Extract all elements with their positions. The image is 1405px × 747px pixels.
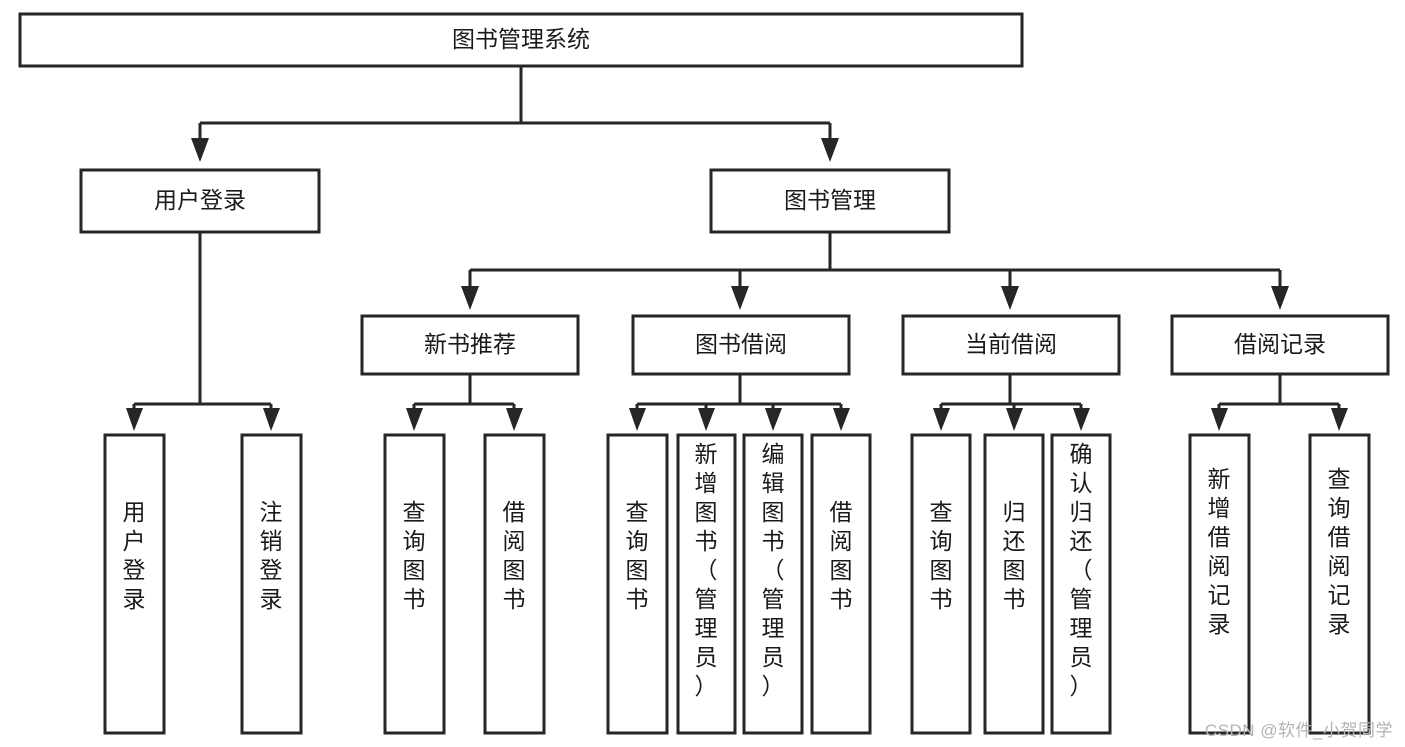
node-root[interactable]: 图书管理系统 [18, 12, 1024, 68]
arrow-head-leaf-logout [263, 408, 280, 431]
node-book-borrow-box[interactable] [631, 314, 851, 376]
arrow-head-leaf-add-book [698, 408, 715, 431]
arrow-head-leaf-user-login [126, 408, 143, 431]
node-leaf-add-record-label: 新增借阅记录 [1208, 466, 1231, 637]
node-borrow-record[interactable]: 借阅记录 [1170, 314, 1390, 376]
node-leaf-query-book-2-box[interactable] [606, 433, 669, 735]
node-leaf-return-book-box[interactable] [983, 433, 1045, 735]
node-leaf-return-book[interactable]: 归还图书 [983, 433, 1045, 735]
node-leaf-borrow-book-2-label: 借阅图书 [830, 499, 853, 612]
node-new-book-rec[interactable]: 新书推荐 [360, 314, 580, 376]
arrow-head-new-book-rec [461, 286, 479, 310]
arrow-head-user-login [191, 138, 209, 162]
arrow-head-borrow-record [1271, 286, 1289, 310]
node-leaf-query-book-2[interactable]: 查询图书 [606, 433, 669, 735]
node-leaf-add-book-label: 新增图书（管理员） [695, 441, 718, 699]
node-leaf-query-book-1-label: 查询图书 [403, 499, 426, 612]
arrow-head-leaf-borrow-book-2 [833, 408, 850, 431]
node-leaf-query-record-box[interactable] [1308, 433, 1371, 735]
node-book-manage[interactable]: 图书管理 [709, 168, 951, 234]
node-book-manage-box[interactable] [709, 168, 951, 234]
node-leaf-edit-book-box[interactable] [742, 433, 804, 735]
node-current-borrow[interactable]: 当前借阅 [901, 314, 1121, 376]
node-current-borrow-label: 当前借阅 [965, 331, 1057, 357]
connector-group-root [191, 66, 839, 162]
node-leaf-query-book-3-label: 查询图书 [930, 499, 953, 612]
node-leaf-edit-book-label: 编辑图书（管理员） [762, 441, 785, 699]
node-borrow-record-box[interactable] [1170, 314, 1390, 376]
arrow-head-leaf-query-record [1331, 408, 1348, 431]
arrow-head-current-borrow [1001, 286, 1019, 310]
node-leaf-query-book-3-box[interactable] [910, 433, 972, 735]
node-leaf-confirm-return-label: 确认归还（管理员） [1070, 441, 1093, 699]
arrow-head-book-manage [821, 138, 839, 162]
connector-group-borrow-record [1211, 374, 1348, 431]
node-user-login-label: 用户登录 [154, 187, 246, 213]
node-leaf-borrow-book-1-label: 借阅图书 [503, 499, 526, 612]
node-current-borrow-box[interactable] [901, 314, 1121, 376]
connector-group-user-login [126, 232, 280, 431]
node-leaf-query-book-1[interactable]: 查询图书 [383, 433, 446, 735]
arrow-head-leaf-edit-book [765, 408, 782, 431]
node-leaf-confirm-return[interactable]: 确认归还（管理员） [1050, 433, 1112, 735]
node-leaf-add-book-box[interactable] [676, 433, 737, 735]
node-leaf-borrow-book-1-box[interactable] [483, 433, 546, 735]
node-leaf-logout-box[interactable] [240, 433, 303, 735]
node-leaf-user-login-label: 用户登录 [123, 499, 146, 612]
node-leaf-edit-book[interactable]: 编辑图书（管理员） [742, 433, 804, 735]
node-new-book-rec-label: 新书推荐 [424, 331, 516, 357]
connector-group-book-manage [461, 232, 1289, 310]
node-leaf-query-book-2-label: 查询图书 [626, 499, 649, 612]
node-leaf-borrow-book-1[interactable]: 借阅图书 [483, 433, 546, 735]
node-leaf-confirm-return-box[interactable] [1050, 433, 1112, 735]
node-leaf-query-record[interactable]: 查询借阅记录 [1308, 433, 1371, 735]
node-book-manage-label: 图书管理 [784, 187, 876, 213]
node-leaf-borrow-book-2[interactable]: 借阅图书 [810, 433, 872, 735]
arrow-head-leaf-borrow-book-1 [506, 408, 523, 431]
node-root-box[interactable] [18, 12, 1024, 68]
arrow-head-leaf-return-book [1006, 408, 1023, 431]
node-new-book-rec-box[interactable] [360, 314, 580, 376]
node-leaf-logout[interactable]: 注销登录 [240, 433, 303, 735]
arrow-head-leaf-query-book-1 [406, 408, 423, 431]
node-book-borrow[interactable]: 图书借阅 [631, 314, 851, 376]
node-leaf-return-book-label: 归还图书 [1003, 499, 1026, 612]
node-leaf-user-login[interactable]: 用户登录 [103, 433, 166, 735]
node-leaf-borrow-book-2-box[interactable] [810, 433, 872, 735]
arrow-head-leaf-query-book-2 [629, 408, 646, 431]
node-leaf-query-book-1-box[interactable] [383, 433, 446, 735]
node-leaf-user-login-box[interactable] [103, 433, 166, 735]
node-leaf-add-record[interactable]: 新增借阅记录 [1188, 433, 1251, 735]
node-leaf-logout-label: 注销登录 [260, 499, 283, 612]
node-leaf-query-book-3[interactable]: 查询图书 [910, 433, 972, 735]
node-user-login-box[interactable] [79, 168, 321, 234]
node-leaf-add-book[interactable]: 新增图书（管理员） [676, 433, 737, 735]
node-root-label: 图书管理系统 [452, 26, 590, 52]
arrow-head-leaf-confirm-return [1073, 408, 1090, 431]
node-leaf-add-record-box[interactable] [1188, 433, 1251, 735]
connector-group-new-book-rec [406, 374, 523, 431]
arrow-head-leaf-add-record [1211, 408, 1228, 431]
node-leaf-query-record-label: 查询借阅记录 [1328, 466, 1351, 637]
node-borrow-record-label: 借阅记录 [1234, 331, 1326, 357]
connector-group-book-borrow [629, 374, 850, 431]
node-user-login[interactable]: 用户登录 [79, 168, 321, 234]
connector-group-current-borrow [933, 374, 1090, 431]
node-book-borrow-label: 图书借阅 [695, 331, 787, 357]
arrow-head-book-borrow [731, 286, 749, 310]
arrow-head-leaf-query-book-3 [933, 408, 950, 431]
